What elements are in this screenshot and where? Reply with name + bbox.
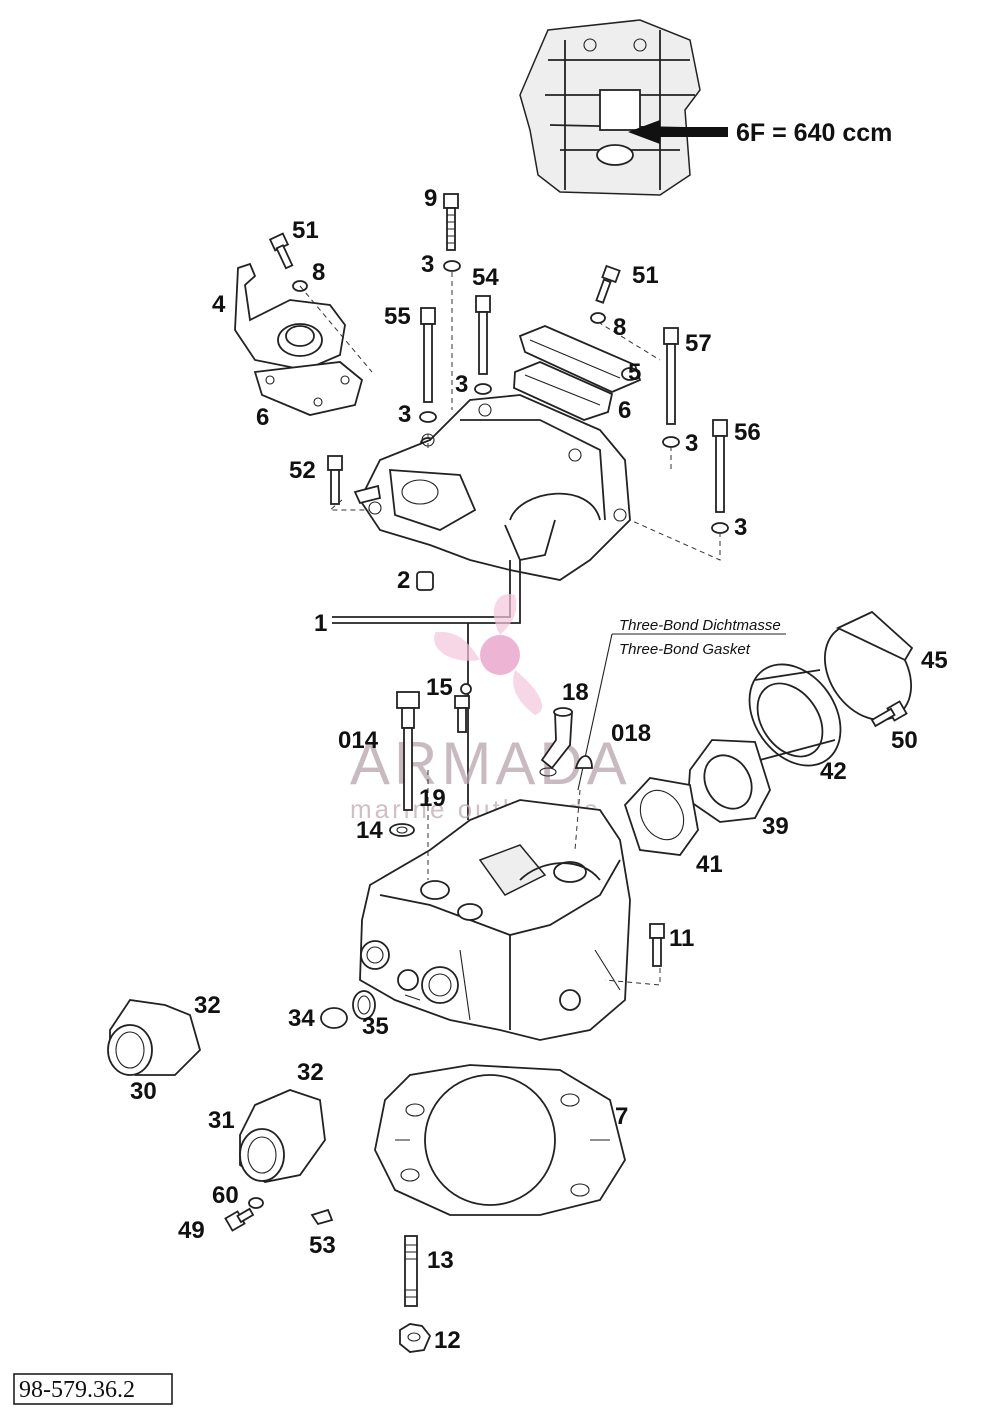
label-53: 53 xyxy=(309,1232,336,1259)
engine-thumbnail xyxy=(519,19,728,196)
fitting-018 xyxy=(574,755,593,769)
part-labels: 9 51 8 4 6 3 54 55 51 8 57 5 3 6 3 3 56 … xyxy=(130,185,948,1354)
dowel-2 xyxy=(416,571,434,591)
stud-13 xyxy=(404,1235,418,1307)
label-55: 55 xyxy=(384,303,411,330)
label-52: 52 xyxy=(289,457,316,484)
bolt-57 xyxy=(662,327,680,448)
capacity-callout: 6F = 640 ccm xyxy=(736,119,892,147)
label-2: 2 xyxy=(397,567,410,594)
exhaust-flange-31 xyxy=(239,1089,326,1183)
label-51-left: 51 xyxy=(292,217,319,244)
label-014: 014 xyxy=(338,727,379,754)
label-7: 7 xyxy=(615,1103,628,1130)
thermostat-housing xyxy=(234,262,364,416)
label-13: 13 xyxy=(427,1247,454,1274)
label-34: 34 xyxy=(288,1005,315,1032)
label-11: 11 xyxy=(669,925,694,952)
washer-14 xyxy=(389,823,415,837)
head-cover xyxy=(353,394,631,581)
label-15: 15 xyxy=(426,674,453,701)
label-3-bottom: 3 xyxy=(734,514,747,541)
label-12: 12 xyxy=(434,1327,461,1354)
label-54: 54 xyxy=(472,264,499,291)
nut-12 xyxy=(399,1323,432,1353)
label-57: 57 xyxy=(685,330,712,357)
label-41: 41 xyxy=(696,851,723,878)
label-39: 39 xyxy=(762,813,789,840)
label-8-right: 8 xyxy=(613,314,626,341)
alignment-lines-upper xyxy=(299,272,721,561)
label-35: 35 xyxy=(362,1013,389,1040)
label-3-mid: 3 xyxy=(455,371,468,398)
sensor-15 xyxy=(454,683,472,733)
bolt-55 xyxy=(419,307,437,449)
label-50: 50 xyxy=(891,727,918,754)
label-60: 60 xyxy=(212,1182,239,1209)
label-51-right: 51 xyxy=(632,262,659,289)
gasket-6-right xyxy=(513,361,614,421)
head-gasket-7 xyxy=(374,1064,626,1216)
screw-51-right xyxy=(590,264,621,324)
screw-11 xyxy=(649,923,665,967)
label-1: 1 xyxy=(314,610,327,637)
label-32-bottom: 32 xyxy=(297,1059,324,1086)
note-sealant-de: Three-Bond Dichtmasse xyxy=(619,617,781,634)
intake-flange-39 xyxy=(687,739,771,823)
label-18: 18 xyxy=(562,679,589,706)
label-018: 018 xyxy=(611,720,651,747)
valve-cover-5 xyxy=(518,325,642,393)
label-8-left: 8 xyxy=(312,259,325,286)
reference-number: 98-579.36.2 xyxy=(19,1377,135,1403)
label-19: 19 xyxy=(419,785,446,812)
reference-number-box: 98-579.36.2 xyxy=(13,1373,173,1405)
hose-18 xyxy=(539,707,573,777)
label-56: 56 xyxy=(734,419,761,446)
label-49: 49 xyxy=(178,1217,205,1244)
screw-9 xyxy=(443,193,461,272)
label-14: 14 xyxy=(356,817,383,844)
label-32-top: 32 xyxy=(194,992,221,1019)
ring-35 xyxy=(352,990,376,1020)
clamp-45 xyxy=(823,610,914,721)
screw-50 xyxy=(870,700,908,728)
label-4: 4 xyxy=(212,291,226,318)
small-parts-60-49-53 xyxy=(224,1197,334,1232)
bolt-56 xyxy=(711,419,729,534)
plug-34 xyxy=(320,1007,348,1029)
bolt-54 xyxy=(474,295,492,395)
note-sealant-en: Three-Bond Gasket xyxy=(619,641,751,658)
label-6-left: 6 xyxy=(256,404,269,431)
label-30: 30 xyxy=(130,1078,157,1105)
label-3-top: 3 xyxy=(421,251,434,278)
label-45: 45 xyxy=(921,647,948,674)
alignment-lines-lower xyxy=(427,770,661,986)
screw-52 xyxy=(327,455,343,505)
label-9: 9 xyxy=(424,185,437,212)
bolt-014 xyxy=(396,691,420,811)
label-3-left: 3 xyxy=(398,401,411,428)
intake-rubber-42 xyxy=(748,663,842,767)
gasket-41 xyxy=(623,777,699,856)
label-6-right: 6 xyxy=(618,397,631,424)
exhaust-flange-30 xyxy=(107,999,202,1076)
watermark: ARMADA marine outboards xyxy=(350,594,627,824)
label-42: 42 xyxy=(820,758,847,785)
label-3-right: 3 xyxy=(685,430,698,457)
label-31: 31 xyxy=(208,1107,235,1134)
label-5: 5 xyxy=(628,359,641,386)
